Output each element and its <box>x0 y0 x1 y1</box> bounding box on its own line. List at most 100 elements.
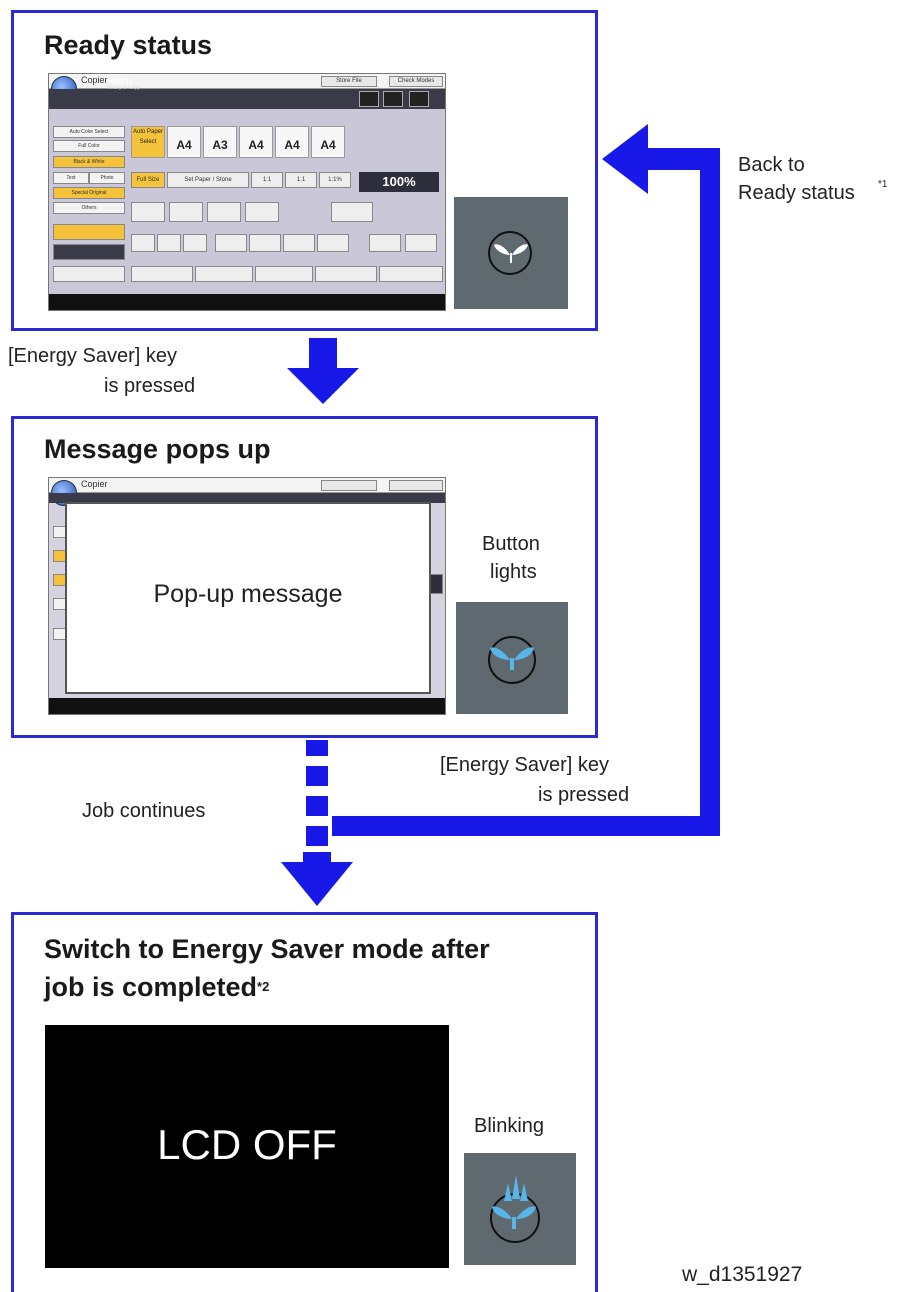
energy-saver-title-1: Switch to Energy Saver mode after <box>44 934 490 964</box>
full-size-button[interactable]: Full Size <box>131 172 165 188</box>
message-popup-panel: Message pops up Copier Pop-up message Bu… <box>11 416 598 738</box>
paper-stone-button[interactable]: Set Paper / Stone <box>167 172 249 188</box>
energy-saver-button-blinking[interactable] <box>464 1153 576 1265</box>
bottom-tab[interactable] <box>131 266 193 282</box>
key-pressed-label-2b: is pressed <box>538 784 630 806</box>
finishing-option[interactable] <box>317 234 349 252</box>
message-popup-title: Message pops up <box>44 434 271 464</box>
energy-saver-title-text: job is completed <box>44 972 258 1002</box>
energy-saver-title-note: *2 <box>257 979 270 994</box>
finishing-option[interactable] <box>405 234 437 252</box>
side-button-5[interactable]: Photo <box>89 172 125 184</box>
paper-tray-3[interactable]: A4 <box>239 126 273 158</box>
bottom-tab[interactable] <box>379 266 443 282</box>
energy-saver-icon <box>488 231 532 275</box>
lcd-off-screen: LCD OFF <box>45 1025 449 1268</box>
blinking-caption: Blinking <box>474 1115 545 1137</box>
down-arrow-2 <box>281 852 353 906</box>
key-pressed-label-1a: [Energy Saver] key <box>8 345 177 367</box>
ratio-button-3[interactable]: 1:1% <box>319 172 351 188</box>
side-button-3[interactable]: Black & White <box>53 156 125 168</box>
blink-leaf-icon <box>492 1175 536 1229</box>
popup-message-text: Pop-up message <box>153 580 343 608</box>
side-button-6[interactable]: Special Original <box>53 187 125 199</box>
button-caption-2: lights <box>490 561 537 583</box>
figure-id: w_d1351927 <box>682 1263 803 1286</box>
side-button-2[interactable]: Full Color <box>53 140 125 152</box>
density-control[interactable] <box>53 224 125 240</box>
return-path-top <box>640 148 720 170</box>
energy-saver-title-2: job is completed*2 <box>44 971 269 1003</box>
left-panel-bottom[interactable] <box>53 266 125 282</box>
store-file-button[interactable] <box>321 480 377 491</box>
energy-saver-button-lit[interactable] <box>456 602 568 714</box>
finishing-option[interactable] <box>215 234 247 252</box>
paper-tray-2[interactable]: A3 <box>203 126 237 158</box>
job-flow-dash <box>306 796 328 816</box>
bottom-tab[interactable] <box>195 266 253 282</box>
check-modes-button[interactable]: Check Modes <box>389 76 443 87</box>
finishing-option[interactable] <box>157 234 181 252</box>
create-margin-button[interactable] <box>331 202 373 222</box>
job-flow-dash <box>306 826 328 846</box>
button-caption-1: Button <box>482 533 540 555</box>
ready-status-panel: Ready status Copier Store File Check Mod… <box>11 10 598 331</box>
left-arrow-head <box>602 124 648 194</box>
right-strip <box>429 574 443 594</box>
finishing-option[interactable] <box>183 234 207 252</box>
energy-saver-button-tile[interactable] <box>454 197 568 309</box>
job-continues-label: Job continues <box>82 800 206 822</box>
screen-footer <box>49 294 445 310</box>
key-pressed-label-1b: is pressed <box>104 375 196 397</box>
energy-saver-panel: Switch to Energy Saver mode after job is… <box>11 912 598 1292</box>
return-path-vertical <box>700 148 720 836</box>
ratio-button-1[interactable]: 1:1 <box>251 172 283 188</box>
job-flow-dash <box>306 766 328 786</box>
finishing-option[interactable] <box>249 234 281 252</box>
down-arrow-1 <box>287 338 359 404</box>
paper-tray-5[interactable]: A4 <box>311 126 345 158</box>
finishing-option[interactable] <box>283 234 315 252</box>
side-button-1[interactable]: Auto Color Select <box>53 126 125 138</box>
bottom-tab[interactable] <box>255 266 313 282</box>
auto-paper-select[interactable]: Auto Paper Select <box>131 126 165 158</box>
ratio-button-2[interactable]: 1:1 <box>285 172 317 188</box>
left-panel-bar <box>53 244 125 260</box>
back-note: *1 <box>878 179 888 190</box>
copier-app-name: Copier <box>81 75 108 85</box>
lcd-off-text: LCD OFF <box>157 1121 337 1168</box>
check-modes-button[interactable] <box>389 480 443 491</box>
return-path-horizontal <box>332 816 720 836</box>
reproduction-ratio: 100% <box>359 172 439 192</box>
toner-gauge-icon <box>359 91 379 107</box>
copier-status: Ready <box>107 76 134 86</box>
toner-gauge-icon <box>383 91 403 107</box>
bottom-tab[interactable] <box>315 266 377 282</box>
finishing-option[interactable] <box>131 234 155 252</box>
copier-screen-dimmed: Copier Pop-up message <box>48 477 446 715</box>
ready-status-title: Ready status <box>44 30 213 60</box>
paper-tray-4[interactable]: A4 <box>275 126 309 158</box>
leaf-icon <box>494 244 528 263</box>
toner-gauge-icon <box>409 91 429 107</box>
duplex-option[interactable] <box>131 202 165 222</box>
side-button-4[interactable]: Text <box>53 172 89 184</box>
back-to-label-2: Ready status <box>738 182 855 204</box>
duplex-option[interactable] <box>245 202 279 222</box>
energy-saver-icon <box>488 636 536 684</box>
duplex-option[interactable] <box>207 202 241 222</box>
leaf-icon-lit <box>490 647 534 670</box>
key-pressed-label-2a: [Energy Saver] key <box>440 754 609 776</box>
paper-tray-1[interactable]: A4 <box>167 126 201 158</box>
screen-footer <box>49 698 445 714</box>
copier-screen: Copier Store File Check Modes Ready Read… <box>48 73 446 311</box>
job-flow-dash <box>306 740 328 756</box>
copier-app-name: Copier <box>81 479 108 489</box>
store-file-button[interactable]: Store File <box>321 76 377 87</box>
duplex-option[interactable] <box>169 202 203 222</box>
finishing-option[interactable] <box>369 234 401 252</box>
popup-dialog[interactable]: Pop-up message <box>65 502 431 694</box>
side-button-7[interactable]: Others <box>53 202 125 214</box>
copier-status-sub: Ready to Copy <box>107 85 141 91</box>
back-to-label-1: Back to <box>738 154 805 176</box>
